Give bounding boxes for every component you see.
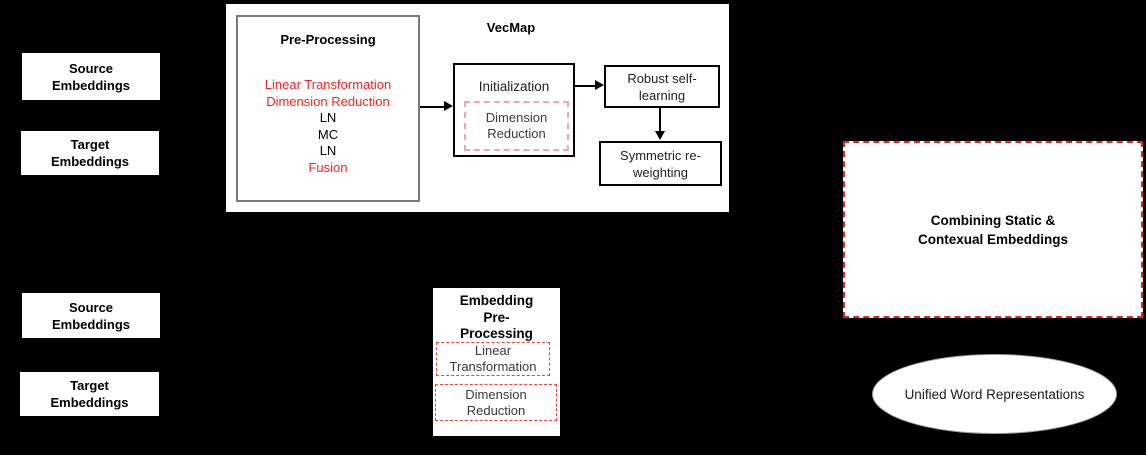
linear-transformation-step-box: Linear Transformation bbox=[436, 342, 550, 376]
combining-embeddings-box: Combining Static & Contexual Embeddings bbox=[843, 141, 1143, 318]
arrow-line bbox=[659, 108, 661, 133]
symmetric-reweighting-box: Symmetric re- weighting bbox=[599, 141, 722, 186]
dimension-reduction-step-box: Dimension Reduction bbox=[435, 384, 557, 421]
arrow-line bbox=[575, 85, 596, 87]
robust-self-learning-box: Robust self- learning bbox=[604, 65, 720, 108]
source-embeddings-box-contextual: Source Embeddings bbox=[22, 293, 160, 338]
preprocessing-step: LN bbox=[319, 143, 337, 158]
arrow-down-icon bbox=[655, 131, 665, 140]
initialization-box: Initialization Dimension Reduction bbox=[453, 63, 575, 157]
preprocessing-step: MC bbox=[317, 126, 339, 142]
preprocessing-title: Pre-Processing bbox=[280, 32, 376, 47]
target-embeddings-box-contextual: Target Embeddings bbox=[20, 372, 159, 416]
vecmap-title: VecMap bbox=[486, 20, 536, 35]
target-embeddings-box-static: Target Embeddings bbox=[21, 131, 159, 175]
preprocessing-step: Dimension Reduction bbox=[266, 93, 390, 109]
preprocessing-step: Fusion bbox=[308, 159, 348, 175]
unified-word-representations-ellipse: Unified Word Representations bbox=[872, 354, 1117, 434]
embedding-preprocessing-title: Embedding Pre- Processing bbox=[459, 293, 534, 341]
preprocessing-step-list: Linear Transformation Dimension Reductio… bbox=[238, 77, 418, 176]
preprocessing-step: Linear Transformation bbox=[264, 77, 392, 92]
arrow-right-icon bbox=[444, 101, 453, 111]
preprocessing-step: LN bbox=[319, 110, 337, 125]
initialization-label: Initialization bbox=[478, 79, 550, 94]
source-embeddings-box-static: Source Embeddings bbox=[22, 53, 160, 100]
embedding-preprocessing-box: Embedding Pre- Processing Linear Transfo… bbox=[433, 288, 560, 436]
vecmap-container: VecMap Pre-Processing Linear Transformat… bbox=[226, 4, 729, 212]
initialization-dimension-reduction-box: Dimension Reduction bbox=[464, 101, 569, 151]
preprocessing-box: Pre-Processing Linear Transformation Dim… bbox=[236, 15, 420, 202]
arrow-right-icon bbox=[595, 80, 604, 90]
arrow-line bbox=[420, 106, 444, 108]
